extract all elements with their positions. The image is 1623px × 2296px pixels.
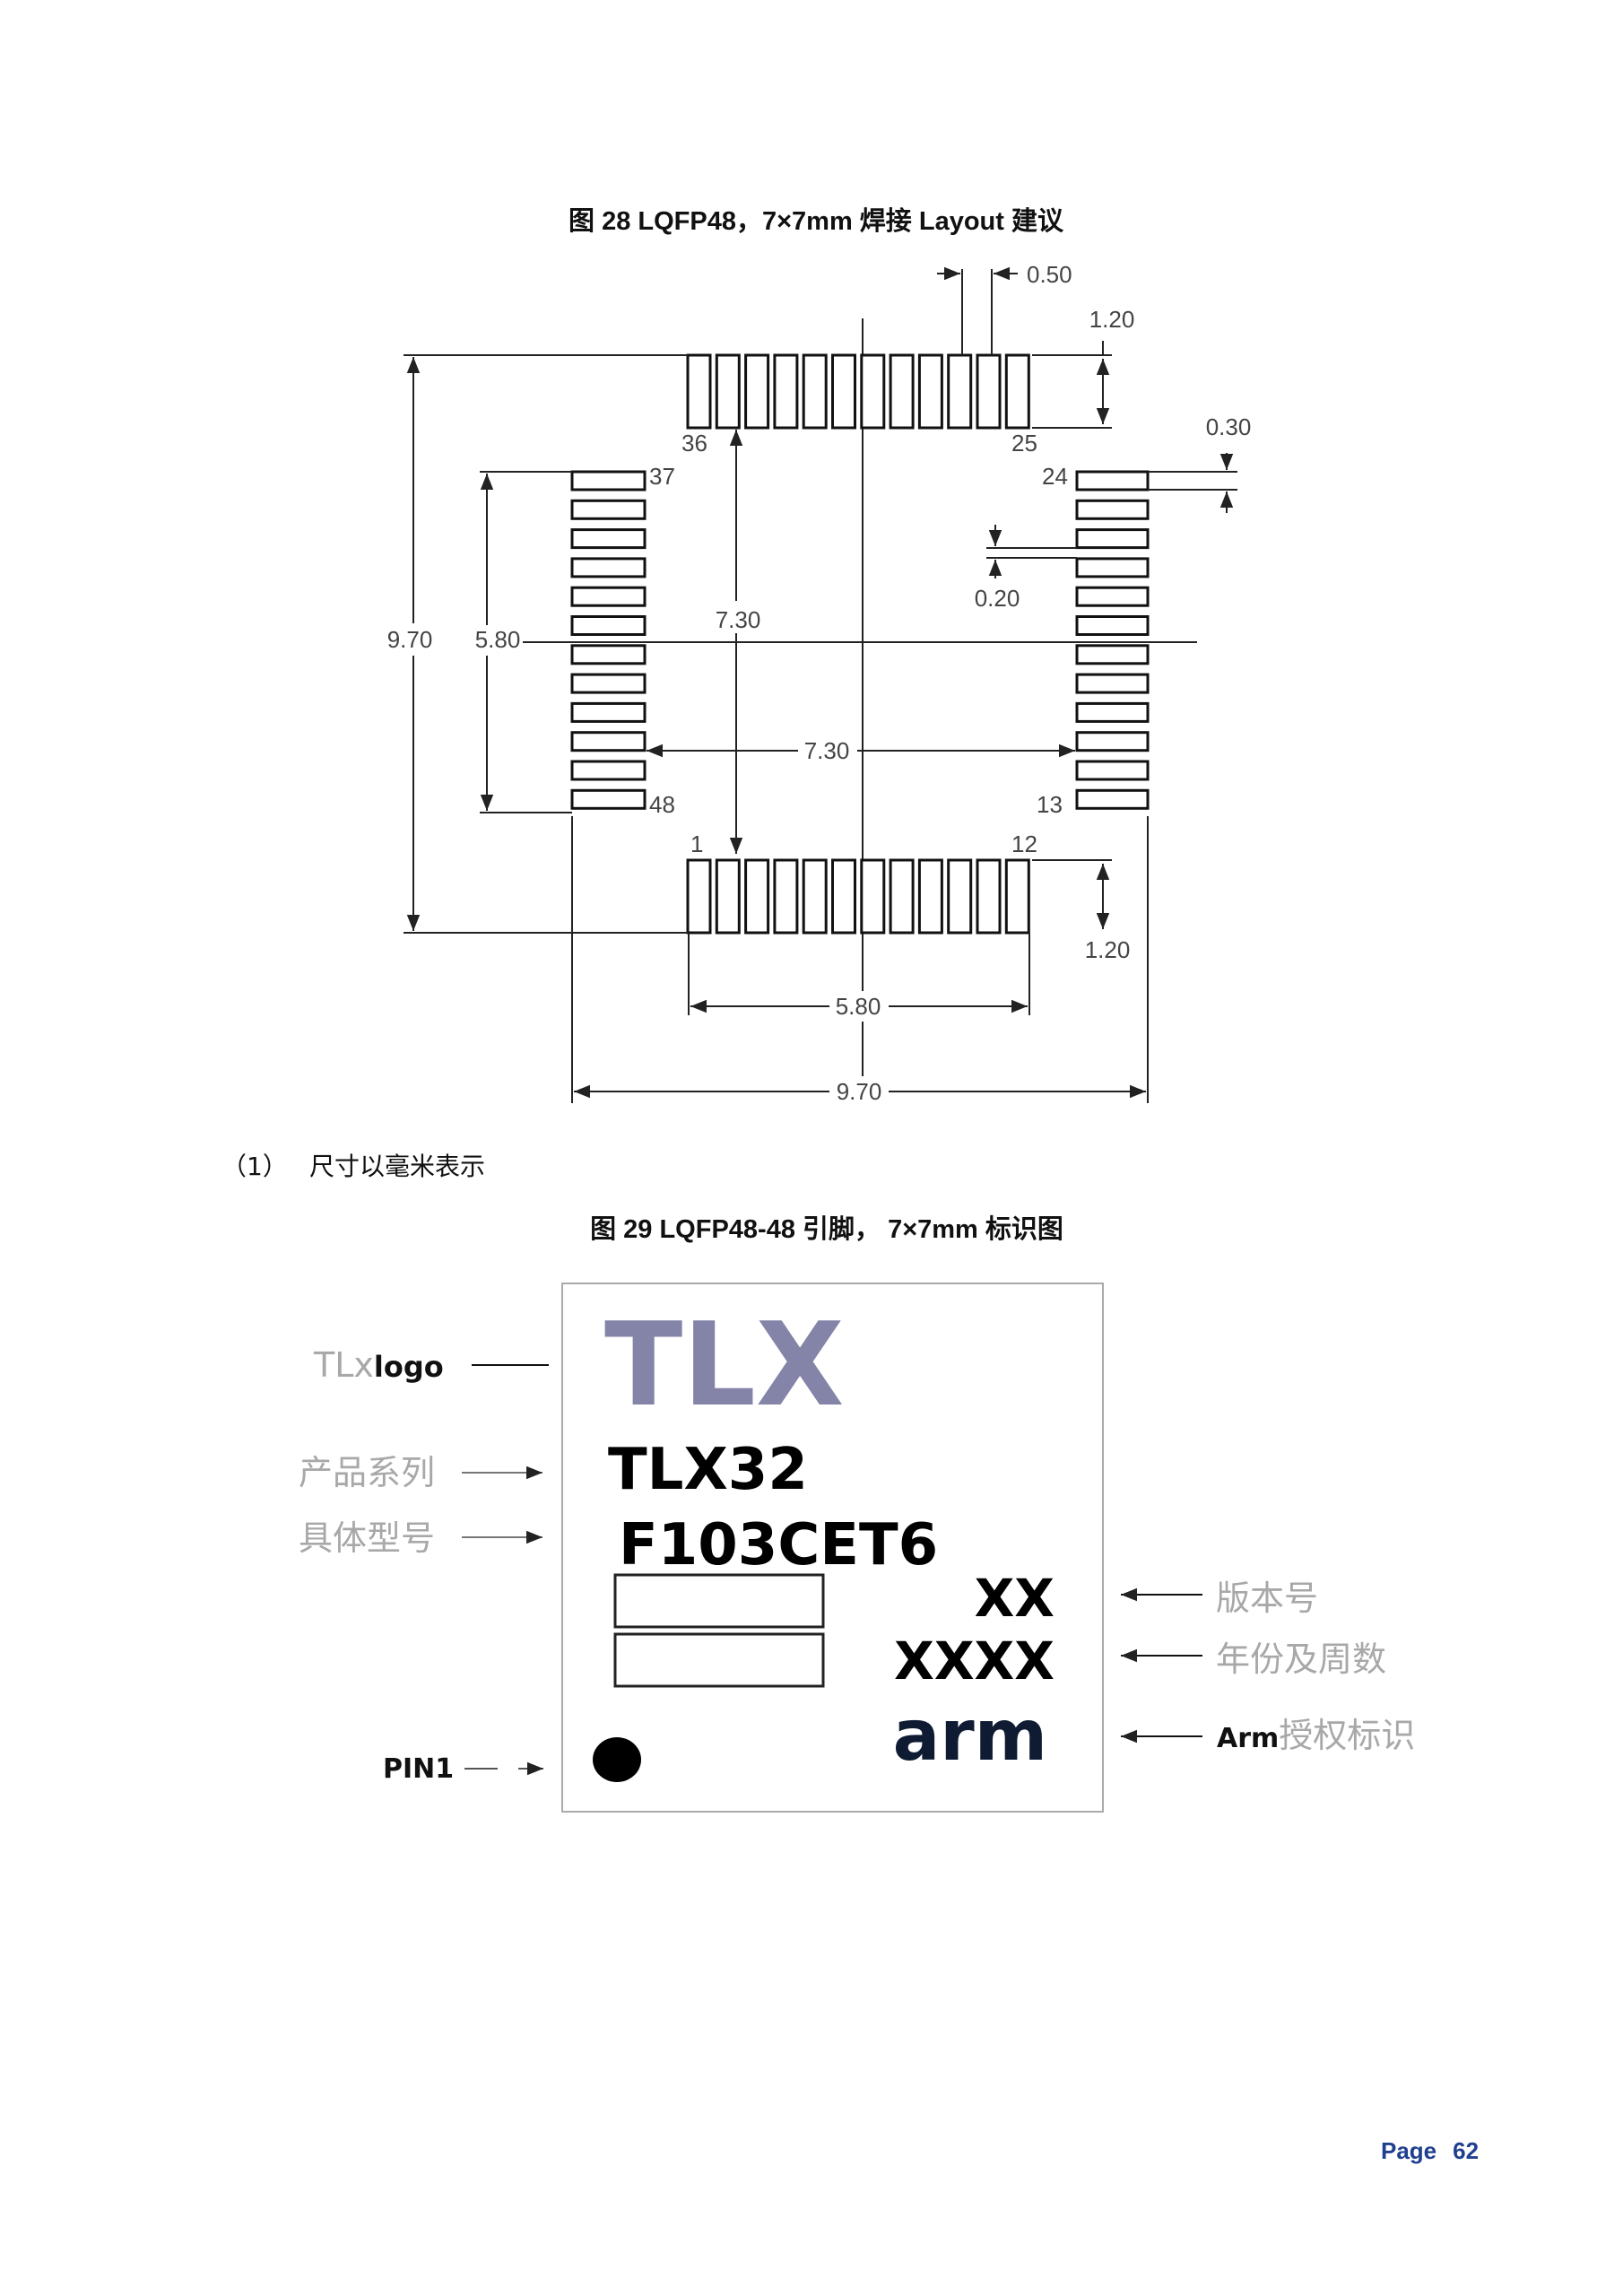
pad-36 <box>686 353 712 430</box>
chip-series: TLX32 <box>608 1437 808 1503</box>
dim-span-h-label: 7.30 <box>804 737 850 764</box>
pad-38 <box>570 499 647 520</box>
pad-34 <box>744 353 770 430</box>
pad-41 <box>570 586 647 607</box>
pad-7 <box>860 858 886 935</box>
pad-45 <box>570 701 647 723</box>
pad-8 <box>889 858 915 935</box>
chip-model: F103CET6 <box>619 1512 938 1578</box>
dim-inner-v-label: 5.80 <box>475 626 521 653</box>
dim-outer-h-label: 9.70 <box>837 1078 882 1105</box>
pad-30 <box>860 353 886 430</box>
tlx-logo: TLX <box>604 1299 845 1432</box>
footnote-number: （1） <box>221 1152 288 1181</box>
pad-32 <box>802 353 828 430</box>
pad-9 <box>917 858 943 935</box>
label-series: 产品系列 <box>299 1453 435 1492</box>
figure-28-caption: 图 28 LQFP48，7×7mm 焊接 Layout 建议 <box>568 206 1064 236</box>
chip-outline <box>561 1283 1104 1813</box>
pad-16 <box>1075 701 1150 723</box>
pad-2 <box>715 858 741 935</box>
dim-span-v-label: 7.30 <box>716 606 761 633</box>
pad-24 <box>1075 470 1150 491</box>
pin-label-25: 25 <box>1011 430 1037 457</box>
pin-label-48: 48 <box>649 791 675 818</box>
pad-37 <box>570 470 647 491</box>
pad-48 <box>570 788 647 810</box>
pad-22 <box>1075 528 1150 550</box>
dim-pitch-label: 0.50 <box>1027 261 1072 288</box>
pad-25 <box>1004 353 1030 430</box>
dim-gap-label: 0.20 <box>975 585 1020 612</box>
dim-inner-h-label: 5.80 <box>836 993 881 1020</box>
pad-31 <box>831 353 856 430</box>
pad-3 <box>744 858 770 935</box>
label-arm: Arm授权标识 <box>1217 1716 1415 1755</box>
label-version: 版本号 <box>1216 1578 1318 1618</box>
pad-4 <box>773 858 799 935</box>
layout-drawing: 9.70 5.80 7.30 7.30 5.80 9.70 1.20 1.20 <box>381 261 1251 1107</box>
pad-14 <box>1075 760 1150 781</box>
pad-group <box>570 353 1150 935</box>
pad-46 <box>570 731 647 752</box>
pin-label-37: 37 <box>649 463 675 490</box>
blank-field-1 <box>613 1573 825 1629</box>
pad-6 <box>831 858 856 935</box>
pad-29 <box>889 353 915 430</box>
pad-44 <box>570 673 647 694</box>
pad-21 <box>1075 557 1150 578</box>
pad-1 <box>686 858 712 935</box>
blank-field-2 <box>613 1632 825 1688</box>
pad-20 <box>1075 586 1150 607</box>
chip-date-code: XXXX <box>894 1631 1055 1692</box>
label-logo: TLxlogo <box>313 1345 444 1385</box>
dim-pad-width-label: 0.30 <box>1206 413 1252 440</box>
pad-13 <box>1075 788 1150 810</box>
pad-15 <box>1075 731 1150 752</box>
chip-version: XX <box>975 1568 1055 1629</box>
pad-35 <box>715 353 741 430</box>
pad-28 <box>917 353 943 430</box>
label-model: 具体型号 <box>299 1518 435 1558</box>
pad-27 <box>947 353 973 430</box>
pad-5 <box>802 858 828 935</box>
pin-label-1: 1 <box>690 831 703 857</box>
pad-11 <box>976 858 1002 935</box>
pad-12 <box>1004 858 1030 935</box>
figure-29-caption: 图 29 LQFP48-48 引脚， 7×7mm 标识图 <box>590 1214 1063 1244</box>
pad-26 <box>976 353 1002 430</box>
dim-pad-len-top-label: 1.20 <box>1089 306 1135 333</box>
dim-pad-len-bottom-label: 1.20 <box>1085 936 1131 963</box>
pad-42 <box>570 615 647 636</box>
pin-label-13: 13 <box>1037 791 1063 818</box>
pad-23 <box>1075 499 1150 520</box>
pin-label-36: 36 <box>681 430 707 457</box>
pad-47 <box>570 760 647 781</box>
arm-logo: arm <box>893 1696 1047 1777</box>
dim-outer-v-label: 9.70 <box>387 626 433 653</box>
pad-40 <box>570 557 647 578</box>
footnote-text: 尺寸以毫米表示 <box>309 1152 485 1181</box>
pad-33 <box>773 353 799 430</box>
pin-label-12: 12 <box>1011 831 1037 857</box>
pad-43 <box>570 644 647 665</box>
label-date-code: 年份及周数 <box>1216 1639 1386 1679</box>
pin1-dot <box>593 1737 641 1782</box>
pad-39 <box>570 528 647 550</box>
pad-18 <box>1075 644 1150 665</box>
pad-19 <box>1075 615 1150 636</box>
pin-label-24: 24 <box>1042 463 1068 490</box>
label-pin1: PIN1 <box>383 1753 454 1785</box>
pad-17 <box>1075 673 1150 694</box>
pad-10 <box>947 858 973 935</box>
